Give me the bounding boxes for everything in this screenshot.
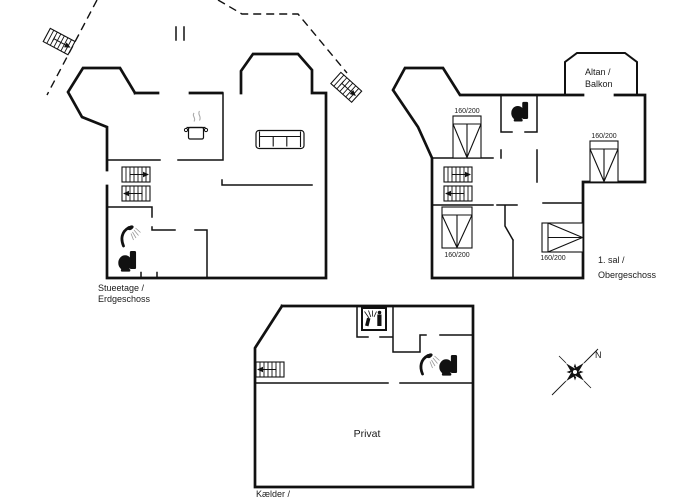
basement-interior-walls [254,305,474,384]
basement-plan: Privat Kælder / [253,304,475,499]
double-bed-icon: 160/200 [452,108,482,159]
toilet-icon [511,101,529,122]
stairs-icon [443,166,473,183]
first-floor-label-line1: 1. sal / [598,255,625,265]
basement-outer-walls [253,304,475,489]
balcony-label-line2: Balkon [585,79,613,89]
balcony-outline [564,52,638,96]
sauna-icon [361,307,387,331]
toilet-icon [118,250,137,272]
private-room-label: Privat [354,428,381,440]
first-floor-label-line2: Obergeschoss [598,270,657,280]
bed-size-label: 160/200 [454,108,479,115]
basement-label: Kælder / [256,489,291,499]
compass-rose-icon: N [551,348,602,396]
exterior-stairs-icon [42,27,76,56]
stairs-icon [443,185,473,202]
ground-floor-plan: Stueetage / Erdgeschoss [42,0,363,304]
ground-floor-label-line1: Stueetage / [98,283,145,293]
stairs-icon [121,185,151,202]
stairs-icon [121,166,151,183]
sofa-icon [255,129,305,150]
first-floor-plan: Altan / Balkon 160/200 160/200 1 [391,52,657,280]
toilet-icon [439,354,458,376]
shower-icon [120,223,142,248]
double-bed-icon: 160/200 [540,222,584,262]
shower-icon [419,351,441,376]
bed-size-label: 160/200 [540,255,565,262]
stairs-icon [255,361,285,378]
exterior-stairs-icon [330,71,363,103]
bed-size-label: 160/200 [444,252,469,259]
ground-floor-label-line2: Erdgeschoss [98,294,151,304]
ground-floor-interior-walls [106,92,313,279]
double-bed-icon: 160/200 [441,206,473,259]
ground-floor-outer-walls [66,52,328,280]
compass-north-label: N [595,350,602,360]
deck-outline-dashed-right [217,0,348,74]
double-bed-icon: 160/200 [589,133,619,183]
deck-opening-marks [175,26,185,41]
cooking-pot-icon [183,110,209,140]
bed-size-label: 160/200 [591,133,616,140]
balcony-label-line1: Altan / [585,67,611,77]
